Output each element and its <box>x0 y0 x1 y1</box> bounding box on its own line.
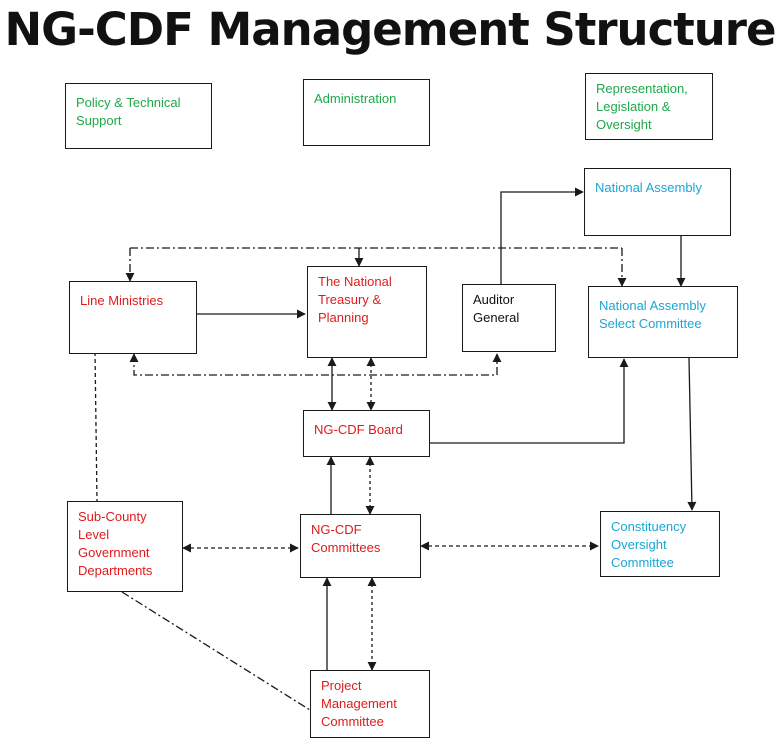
node-label-line: Administration <box>314 91 397 106</box>
node-label-line: Project <box>321 678 362 693</box>
node-label-line: Line Ministries <box>80 293 164 308</box>
node-label-line: Committee <box>611 555 674 570</box>
node-label-line: NG-CDF Board <box>314 422 403 437</box>
node-label-line: Select Committee <box>599 316 702 331</box>
policy-support-box: Policy & Technical Support <box>65 83 212 149</box>
project-management-box: Project Management Committee <box>310 670 430 738</box>
auditor-general-box: Auditor General <box>462 284 556 352</box>
node-label-line: Oversight <box>611 537 667 552</box>
node-label-line: Treasury & <box>318 292 382 307</box>
representation-box: Representation, Legislation & Oversight <box>585 73 713 140</box>
node-label-line: Management <box>321 696 397 711</box>
edge-select-to-oversight <box>687 357 697 511</box>
node-label-line: Oversight <box>596 117 652 132</box>
node-label-line: The National <box>318 274 392 289</box>
edge-sub-county-project <box>121 591 311 711</box>
edge-auditor-to-national-assembly <box>500 187 584 284</box>
node-label-line: Legislation & <box>596 99 671 114</box>
administration-box: Administration <box>303 79 430 146</box>
line-ministries-box: Line Ministries <box>69 281 197 354</box>
treasury-box: The National Treasury & Planning <box>307 266 427 358</box>
node-label-line: Representation, <box>596 81 688 96</box>
ng-cdf-committees-box: NG-CDF Committees <box>300 514 421 578</box>
node-label-line: Departments <box>78 563 153 578</box>
node-label-line: Sub-County <box>78 509 147 524</box>
node-label-line: Policy & Technical <box>76 95 181 110</box>
node-label-line: Level <box>78 527 110 542</box>
node-label-line: Support <box>76 113 122 128</box>
node-label-line: Government <box>78 545 150 560</box>
node-label-line: NG-CDF <box>311 522 362 537</box>
edge-board-to-select-committee <box>430 358 629 444</box>
node-label-line: National Assembly <box>595 180 702 195</box>
ng-cdf-board-box: NG-CDF Board <box>303 410 430 457</box>
node-label-line: Committee <box>321 714 384 729</box>
national-assembly-box: National Assembly <box>584 168 731 236</box>
select-committee-box: National Assembly Select Committee <box>588 286 738 358</box>
node-label-line: National Assembly <box>599 298 706 313</box>
node-label-line: Planning <box>318 310 369 325</box>
node-label-line: Auditor <box>473 292 515 307</box>
edge-line-ministries-sub-county <box>94 351 98 502</box>
node-label-line: General <box>473 310 520 325</box>
sub-county-box: Sub-County Level Government Departments <box>67 501 183 592</box>
page-title: NG-CDF Management Structure <box>4 3 776 56</box>
node-label-line: Committees <box>311 540 381 555</box>
node-label-line: Constituency <box>611 519 687 534</box>
constituency-oversight-box: Constituency Oversight Committee <box>600 511 720 577</box>
